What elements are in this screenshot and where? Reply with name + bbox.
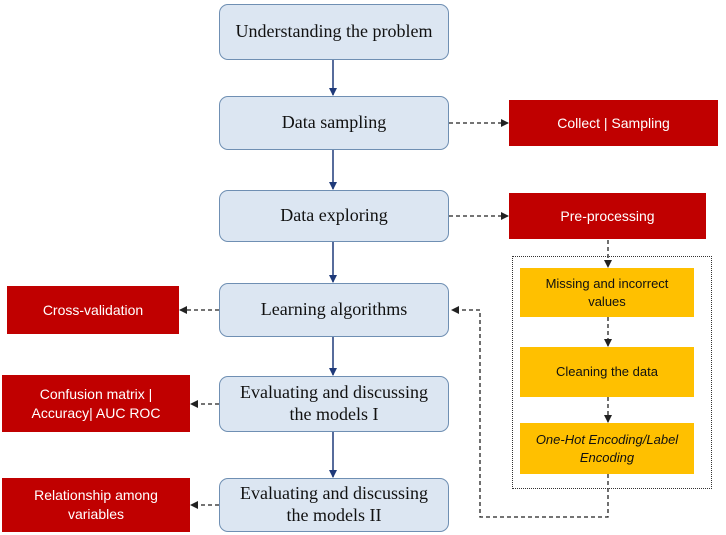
output-metrics-label: Confusion matrix | Accuracy| AUC ROC <box>31 385 161 421</box>
substep-missing-values-label: Missing and incorrect values <box>545 275 669 309</box>
output-preprocessing: Pre-processing <box>509 193 706 239</box>
substep-cleaning-data: Cleaning the data <box>520 347 694 397</box>
output-collect-sampling: Collect | Sampling <box>509 100 718 146</box>
substep-encoding: One-Hot Encoding/Label Encoding <box>520 423 694 474</box>
output-metrics: Confusion matrix | Accuracy| AUC ROC <box>2 375 190 432</box>
step-evaluating-models-2: Evaluating and discussing the models II <box>219 478 449 532</box>
step-evaluating-2-label: Evaluating and discussing the models II <box>240 483 428 525</box>
output-preprocessing-label: Pre-processing <box>560 207 655 224</box>
output-collect-sampling-label: Collect | Sampling <box>557 114 670 131</box>
step-sampling-label: Data sampling <box>281 112 387 133</box>
step-learning-algorithms: Learning algorithms <box>219 283 449 337</box>
step-learning-label: Learning algorithms <box>260 299 408 320</box>
output-cross-validation-label: Cross-validation <box>42 301 144 318</box>
output-relationship: Relationship among variables <box>2 478 190 532</box>
output-relationship-label: Relationship among variables <box>34 487 158 522</box>
step-understanding-label: Understanding the problem <box>235 21 433 42</box>
substep-cleaning-label: Cleaning the data <box>556 364 658 380</box>
arrow-encoding-to-learning <box>451 306 609 518</box>
step-understanding-the-problem: Understanding the problem <box>219 4 449 60</box>
preprocessing-group-frame <box>512 256 712 489</box>
output-cross-validation: Cross-validation <box>7 286 179 334</box>
step-data-sampling: Data sampling <box>219 96 449 150</box>
step-evaluating-1-label: Evaluating and discussing the models I <box>240 382 428 424</box>
step-exploring-label: Data exploring <box>280 205 388 226</box>
step-evaluating-models-1: Evaluating and discussing the models I <box>219 376 449 432</box>
substep-missing-values: Missing and incorrect values <box>520 268 694 317</box>
substep-encoding-label: One-Hot Encoding/Label Encoding <box>535 431 679 465</box>
step-data-exploring: Data exploring <box>219 190 449 242</box>
